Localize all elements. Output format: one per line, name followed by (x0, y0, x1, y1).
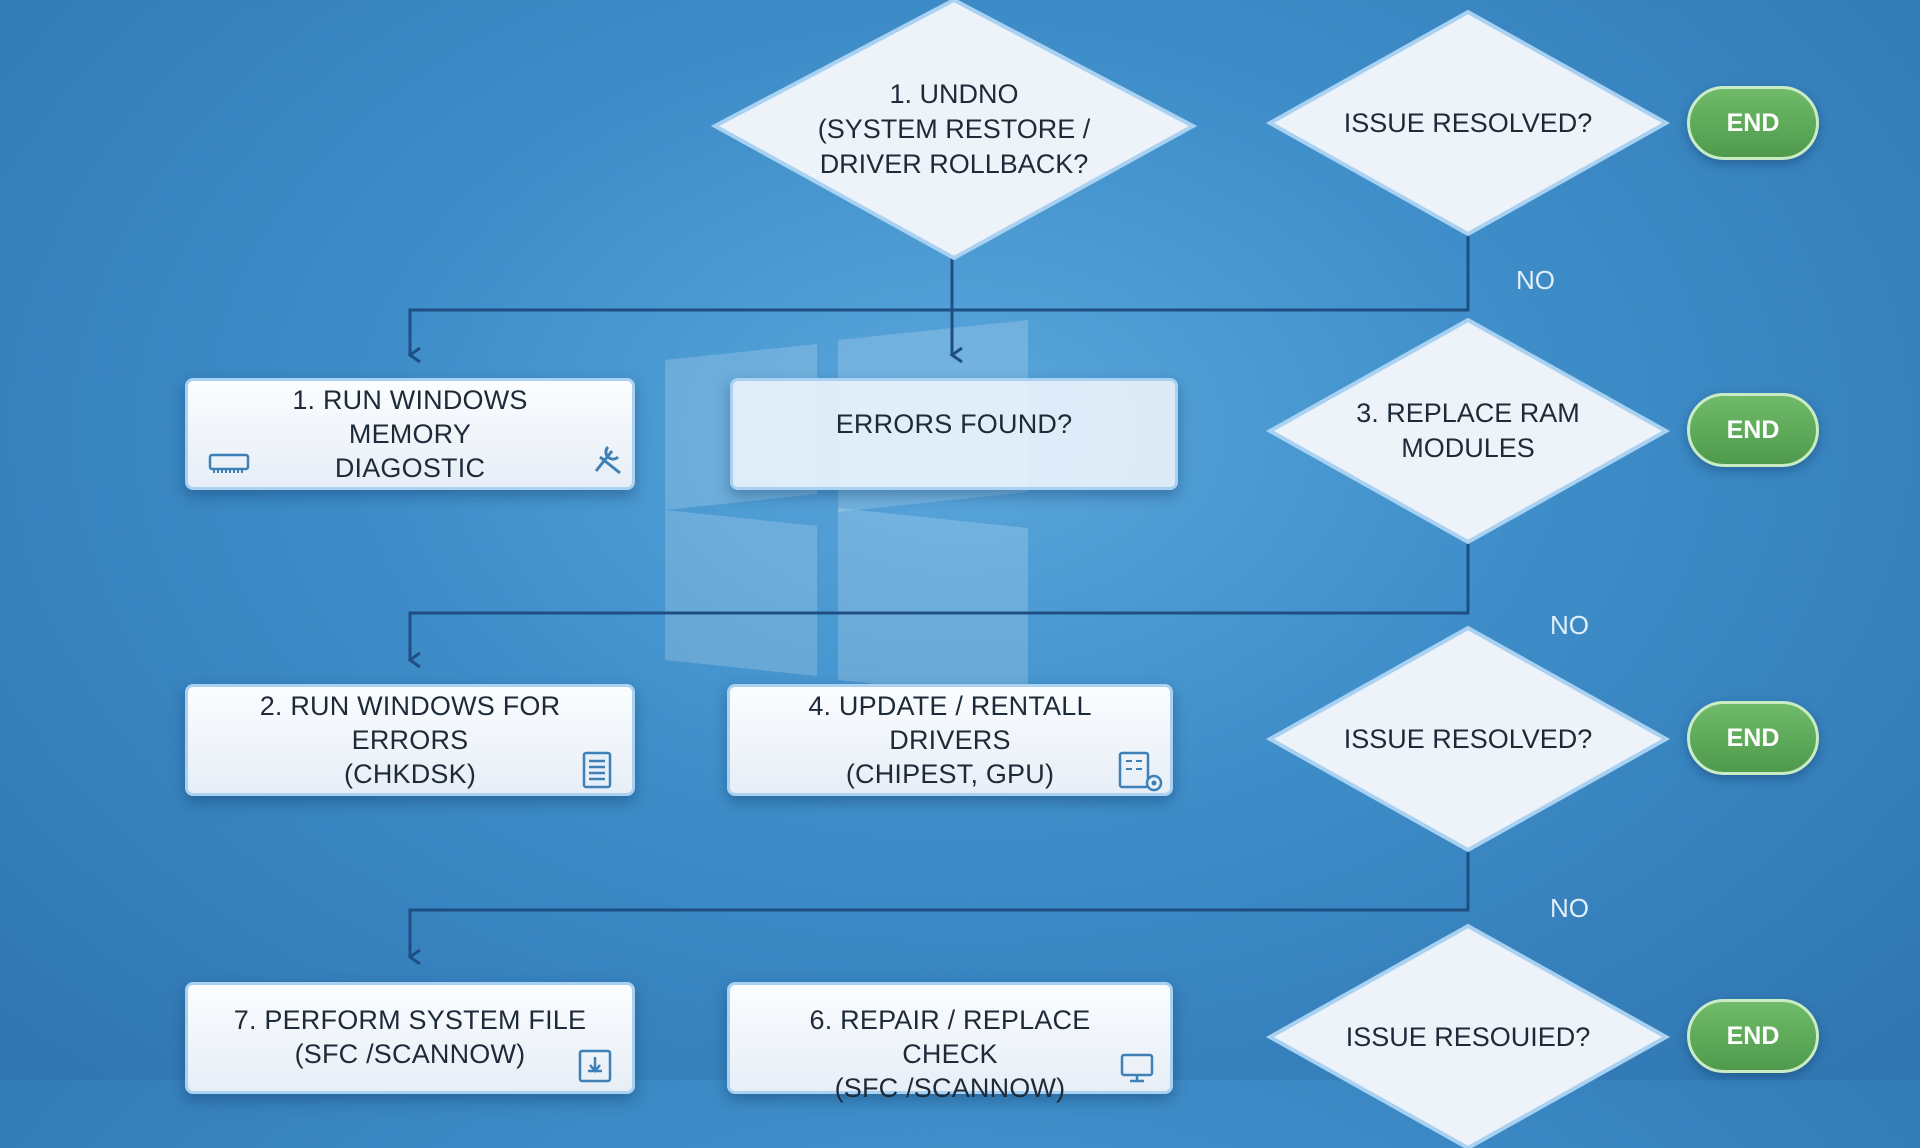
end-terminal-4: END (1687, 999, 1819, 1073)
edge-label-no-3: NO (1550, 893, 1589, 923)
step-errors-found-label: ERRORS FOUND? (835, 409, 1073, 439)
step-repair-label: 6. REPAIR / REPLACE CHECK (SFC /SCANNOW) (809, 1005, 1091, 1103)
monitor-icon (1120, 1053, 1156, 1091)
step-sfc: 7. PERFORM SYSTEM FILE (SFC /SCANNOW) (185, 982, 635, 1094)
decision-undo: 1. UNDNO (SYSTEM RESTORE / DRIVER ROLLBA… (710, 0, 1198, 261)
decision-undo-label: 1. UNDNO (SYSTEM RESTORE / DRIVER ROLLBA… (817, 78, 1091, 179)
edge-label-no-1: NO (1516, 265, 1555, 295)
file-scan-icon (578, 1049, 614, 1091)
end-terminal-2: END (1687, 393, 1819, 467)
decision-resolved-1-label: ISSUE RESOLVED? (1343, 107, 1593, 138)
decision-resolved-3-label: ISSUE RESOUIED? (1345, 1021, 1591, 1052)
decision-resolved-2: ISSUE RESOLVED? (1265, 625, 1671, 853)
decision-replace-ram-label: 3. REPLACE RAM MODULES (1356, 398, 1580, 463)
step-memory-diagnostic-label: 1. RUN WINDOWS MEMORY DIAGOSTIC (292, 385, 528, 483)
ram-module-icon (208, 449, 250, 483)
end-terminal-1: END (1687, 86, 1819, 160)
step-repair: 6. REPAIR / REPLACE CHECK (SFC /SCANNOW) (727, 982, 1173, 1103)
connector-resolved2-to-sfc (410, 850, 1470, 957)
step-update-drivers: 4. UPDATE / RENTALL DRIVERS (CHIPEST, GP… (727, 684, 1173, 796)
step-update-drivers-label: 4. UPDATE / RENTALL DRIVERS (CHIPEST, GP… (808, 691, 1092, 789)
step-chkdsk: 2. RUN WINDOWS FOR ERRORS (CHKDSK) (185, 684, 635, 796)
edge-label-no-2: NO (1550, 610, 1589, 640)
decision-resolved-1: ISSUE RESOLVED? (1265, 9, 1671, 237)
step-sfc-label: 7. PERFORM SYSTEM FILE (SFC /SCANNOW) (233, 1005, 587, 1069)
flowchart: 1. UNDNO (SYSTEM RESTORE / DRIVER ROLLBA… (0, 0, 1819, 1148)
connector-resolved1-to-memory (410, 234, 1470, 355)
wrench-screwdriver-icon (588, 437, 628, 485)
step-memory-diagnostic: 1. RUN WINDOWS MEMORY DIAGOSTIC (185, 378, 635, 490)
end-terminal-3: END (1687, 701, 1819, 775)
decision-replace-ram: 3. REPLACE RAM MODULES (1265, 317, 1671, 545)
decision-resolved-2-label: ISSUE RESOLVED? (1343, 723, 1593, 754)
connector-replace-to-chkdsk (410, 542, 1470, 660)
step-errors-found: ERRORS FOUND? (730, 378, 1178, 490)
step-chkdsk-label: 2. RUN WINDOWS FOR ERRORS (CHKDSK) (259, 691, 561, 789)
decision-resolved-3: ISSUE RESOUIED? (1265, 923, 1671, 1148)
document-list-icon (582, 751, 612, 797)
connector-lines (0, 234, 1470, 1080)
driver-chip-gear-icon (1118, 749, 1164, 801)
